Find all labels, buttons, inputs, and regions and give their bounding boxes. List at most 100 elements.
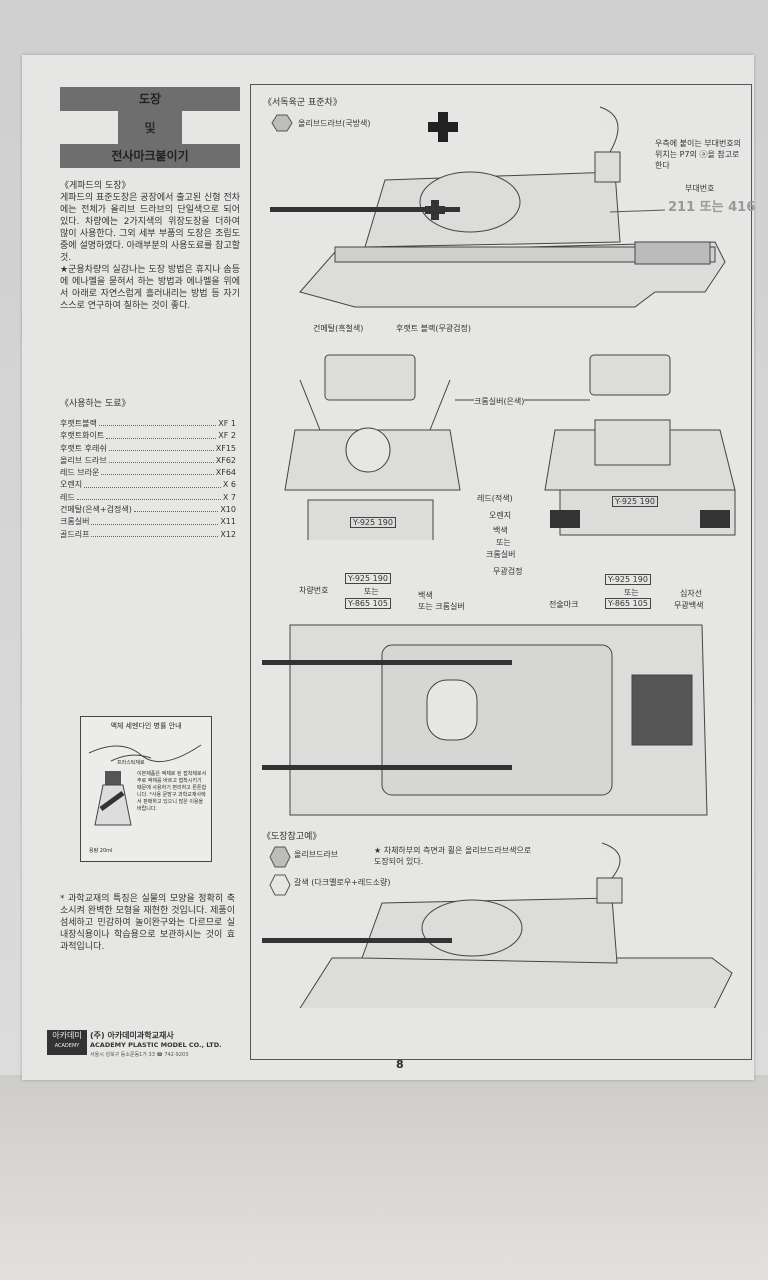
label-chrome-silver: 크롬실버(은색) <box>474 396 525 407</box>
rear-plate-or: 또는 <box>624 588 639 597</box>
label-or: 또는 <box>496 538 511 547</box>
label-cross-a: 십자선 <box>680 589 703 598</box>
paint-name: 후랫트블랙 <box>60 419 97 428</box>
title-line-3: 전사마크붙이기 <box>60 144 240 168</box>
sprue-drawing <box>88 744 202 762</box>
label-white: 백색 <box>493 526 508 535</box>
top-view-drawing <box>262 624 708 816</box>
leader-dots <box>108 455 214 464</box>
label-vehicle-number: 차량번호 <box>299 586 329 595</box>
leader-dots <box>76 492 221 501</box>
intro-section: 《게파드의 도장》 게파드의 표준도장은 공장에서 출고된 신형 전차에는 전체… <box>60 180 240 312</box>
rear-plate-2: Y-865 105 <box>605 598 651 609</box>
rear-plate-1: Y-925 190 <box>605 574 651 585</box>
paint-code: XF64 <box>215 468 236 478</box>
paint-list: 후랫트블랙 XF 1 후랫트화이트 XF 2 후랫트 후레쉬 XF15 올리브 드라브 XF6… <box>60 418 236 541</box>
paint-code: XF15 <box>215 443 236 453</box>
painting-diagram-box <box>250 84 752 1060</box>
paint-code: X11 <box>220 517 236 527</box>
table-surface <box>0 1075 768 1280</box>
label-orange: 오렌지 <box>489 511 512 520</box>
unit-number-note: 우측에 붙이는 부대번호의 위치는 P7의 ⓐ을 참고로 한다 <box>655 139 742 170</box>
company-address: 서울시 성북구 동소문동1가 33 ☎ 742-9203 <box>90 1052 189 1058</box>
paint-name: 올리브 드라브 <box>60 455 107 465</box>
paint-code: X 6 <box>222 480 236 490</box>
label-matte-black: 무광검정 <box>493 567 523 576</box>
label-gunmetal: 건메탈(흑철색) <box>313 324 364 333</box>
company-name-en: ACADEMY PLASTIC MODEL CO., LTD. <box>90 1041 222 1049</box>
paint-code: XF 2 <box>218 431 236 441</box>
unit-numbers: 211 또는 416 <box>668 200 756 215</box>
iron-cross-icon <box>428 112 458 142</box>
paint-item: 레드 브라운 XF64 <box>60 467 236 479</box>
front-plate: Y-925 190 <box>350 517 396 528</box>
leader-dots <box>91 529 219 537</box>
paint-item: 후랫트 후레쉬 XF15 <box>60 443 236 455</box>
paints-heading: 《사용하는 도료》 <box>60 399 131 409</box>
leader-dots <box>101 467 214 476</box>
front-plate-or: 또는 <box>364 587 379 596</box>
company-name-ko: (주) 아카데미과학교재사 <box>90 1031 174 1040</box>
paint-name: 후랫트화이트 <box>60 431 105 441</box>
reference-swatch-1: 올리브드라브 <box>294 850 339 859</box>
paint-code: XF62 <box>215 455 236 465</box>
intro-body: 게파드의 표준도장은 공장에서 출고된 신형 전차에는 전체가 올리브 드라브의… <box>60 193 240 263</box>
paint-item: 오렌지 X 6 <box>60 479 236 491</box>
paint-name: 오렌지 <box>60 480 83 490</box>
footnote: * 과학교재의 특징은 실물의 모양을 정확히 축소시켜 완벽한 모형을 재현한… <box>60 894 235 952</box>
logo-en: ACADEMY <box>54 1043 80 1049</box>
rear-plate: Y-925 190 <box>612 496 658 507</box>
paint-name: 레드 브라운 <box>60 468 100 478</box>
side-view-drawing-reference <box>262 842 733 1008</box>
label-flat-black: 후랫트 블랙(무광검정) <box>396 324 472 333</box>
academy-logo: 아카데미 ACADEMY <box>47 1030 87 1055</box>
paint-name: 레드 <box>60 492 75 502</box>
reference-swatch-2: 갈색 (다크옐로우+레드소량) <box>294 878 391 887</box>
cement-body: 이본제품은 액체로 된 접착제로서 주로 액체를 바르고 접착시키기 때문에 사… <box>137 771 207 812</box>
label-cross-b: 무광백색 <box>674 601 704 610</box>
paint-item: 골드리프 X12 <box>60 529 236 541</box>
title-line-1: 도장 <box>60 87 240 111</box>
intro-heading: 《게파드의 도장》 <box>60 181 131 191</box>
logo-ko: 아카데미 <box>52 1031 82 1040</box>
cement-volume: 용량 20ml <box>89 848 113 854</box>
reference-heading: 《도장참고예》 <box>262 832 322 842</box>
side-view-drawing-standard <box>270 106 726 308</box>
cement-bottle-icon <box>94 771 132 826</box>
paint-code: XF 1 <box>218 419 236 428</box>
paint-item: 후랫트블랙 XF 1 <box>60 418 236 430</box>
label-chrome2: 크롬실버 <box>486 550 516 559</box>
standard-heading: 《서독육군 표준차》 <box>263 98 342 108</box>
reference-note: ★ 차체하부의 측면과 휠은 올리브드라브색으로 도장되어 있다. <box>374 846 532 866</box>
paint-name: 골드리프 <box>60 529 90 539</box>
page-number: 8 <box>396 1058 404 1071</box>
label-red: 레드(적색) <box>477 494 513 503</box>
cement-info-box: 액체 세멘다인 병률 안내 프라스틱재료 이본제품은 액체로 된 접착제로서 주… <box>80 716 212 862</box>
cement-title: 액체 세멘다인 병률 안내 <box>110 722 182 730</box>
leader-dots <box>91 516 219 525</box>
swatch-brown-ref-icon <box>269 874 291 896</box>
paint-code: X 7 <box>222 492 236 502</box>
leader-dots <box>84 479 221 488</box>
front-plate-1: Y-925 190 <box>345 573 391 584</box>
front-rear-views-drawing <box>284 354 736 540</box>
label-tactical-mark: 전술마크 <box>549 600 579 609</box>
paint-name: 건메탈(은색+검정색) <box>60 505 132 515</box>
cement-label: 프라스틱재료 <box>117 760 145 766</box>
paint-name: 후랫트 후레쉬 <box>60 443 107 453</box>
swatch-olive-icon <box>271 114 293 132</box>
label-white-a: 백색 <box>418 591 433 600</box>
leader-dots <box>108 443 214 451</box>
paint-name: 크롬실버 <box>60 517 90 527</box>
swatch-olive-ref-icon <box>269 846 291 868</box>
front-plate-2: Y-865 105 <box>345 598 391 609</box>
label-white-b: 또는 크롬실버 <box>418 602 465 611</box>
title-line-2: 및 <box>118 111 182 145</box>
leader-dots <box>133 504 219 513</box>
paint-code: X12 <box>220 529 236 539</box>
intro-tip: ★군용차량의 실감나는 도장 방법은 휴지나 솜등에 에나멜을 묻혀서 하는 방… <box>60 265 240 311</box>
paint-item: 건메탈(은색+검정색)X10 <box>60 504 236 516</box>
paint-item: 후랫트화이트 XF 2 <box>60 430 236 442</box>
paint-item: 레드 X 7 <box>60 492 236 504</box>
standard-swatch-label: 올리브드라브(국방색) <box>298 119 371 128</box>
